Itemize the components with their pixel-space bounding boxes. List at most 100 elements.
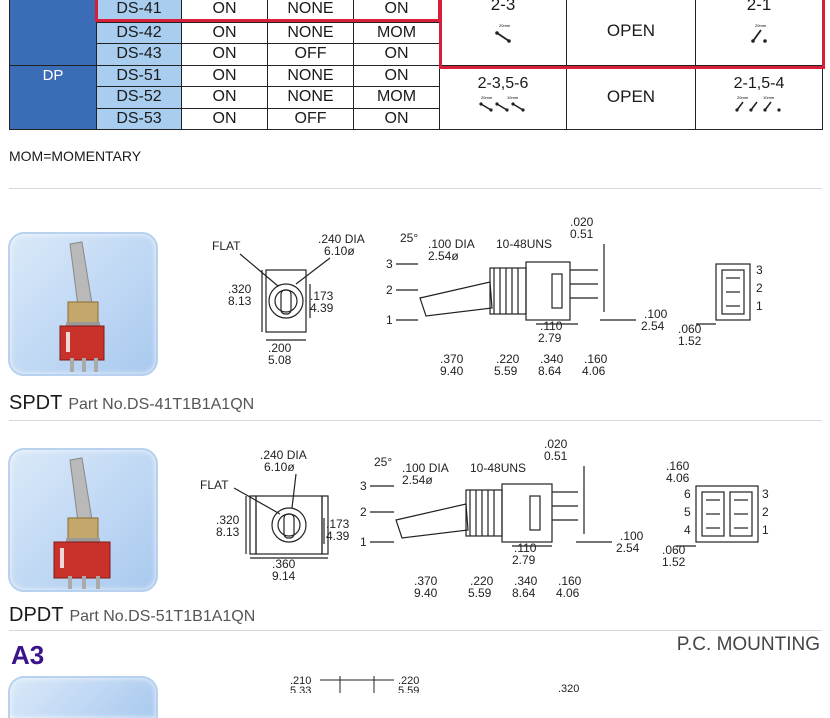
dim-t-mm: 0.51 [544,449,568,463]
dim-bush-in: .100 DIA [428,237,475,251]
dim-t-in: .020 [570,215,594,229]
dim-l3-mm: 8.64 [512,586,536,600]
rear-pin-3: 3 [762,487,769,501]
rear-pin-6: 6 [684,487,691,501]
cell: NONE [267,0,354,23]
pole-type: SPDT [9,392,63,414]
svg-text:20mm: 20mm [499,23,511,28]
cell: OFF [267,43,354,66]
dim-l4-in: .160 [584,352,608,366]
dpdt-product-photo [8,448,158,592]
momentary-note: MOM=MOMENTARY [9,148,142,164]
pin-label-1: 1 [360,535,367,549]
dim-t-in: .020 [544,437,568,451]
sp-connection-left: 2-3 20mm [439,0,567,66]
dim-b-mm: 5.08 [268,353,292,367]
pin-label-3: 3 [386,257,393,271]
dp-connection-left: 2-3,5-6 20mm 10mm [439,64,567,131]
dim-pin-in: .100 [644,307,668,321]
dim-w-mm: 4.39 [310,301,334,315]
model-cell: DS-53 [96,107,182,130]
dim-b-mm: 9.14 [272,569,296,583]
spec-table: DS-41 ON NONE ON 2-3 20mm OPEN 2-1 20mm … [9,0,823,131]
divider [9,630,822,631]
svg-text:20mm: 20mm [755,23,767,28]
sp-connection-mid: OPEN [566,0,696,66]
a3-dimension-drawing: .210 5.33 .220 5.59 .320 [290,675,579,693]
svg-text:10mm: 10mm [763,95,775,100]
dim-h-mm: 8.13 [216,525,240,539]
model-cell: DS-41 [96,0,182,23]
dim-s-mm: 2.79 [512,553,536,567]
rear-pin-3: 3 [756,263,763,277]
dim-l3-in: .340 [514,574,538,588]
dim-l4-mm: 4.06 [556,586,580,600]
cell: OFF [267,107,354,130]
dim-l2-in: .220 [470,574,494,588]
dim-l3-mm: 8.64 [538,364,562,378]
svg-text:20mm: 20mm [481,95,493,100]
dim-l4-in: .160 [558,574,582,588]
dim-bush-in: .100 DIA [402,461,449,475]
conn-label: 2-3,5-6 [477,75,529,93]
cell: ON [353,43,440,66]
dim-w-in: .173 [310,289,334,303]
model-cell: DS-51 [96,64,182,88]
rear-pin-1: 1 [756,299,763,313]
cell: ON [181,107,268,130]
part-number: Part No.DS-51T1B1A1QN [69,608,256,625]
dim-s-mm: 2.79 [538,331,562,345]
pc-mounting-label: P.C. MOUNTING [676,634,820,655]
dim-h-in: .320 [228,282,252,296]
dim-top-in: .160 [666,459,690,473]
dim-l1-mm: 9.40 [440,364,464,378]
dim-angle: 25° [374,455,392,469]
conn-label: 2-1 [746,0,772,14]
dim-flat: FLAT [200,478,229,492]
divider [9,188,822,189]
rear-pin-4: 4 [684,523,691,537]
rear-pin-2: 2 [756,281,763,295]
dim-l4-mm: 4.06 [582,364,606,378]
model-cell: DS-42 [96,21,182,45]
dim-bush-mm: 2.54ø [402,473,433,487]
conn-label: 2-1,5-4 [733,75,785,93]
dim-pin-mm: 2.54 [641,319,665,333]
cell: ON [181,21,268,45]
dim-pin-in: .100 [620,529,644,543]
dim-d2-mm: 5.59 [398,685,419,693]
conn-label: 2-3 [490,0,516,14]
toggle-switch-image [59,241,105,372]
spdt-dimension-drawing: FLAT .240 DIA 6.10ø .320 8.13 .173 4.39 … [212,215,763,378]
dim-pin-mm: 2.54 [616,541,640,555]
dim-w-in: .173 [326,517,350,531]
dim-w-mm: 4.39 [326,529,350,543]
dp-connection-mid: OPEN [566,64,696,131]
dim-l1-mm: 9.40 [414,586,438,600]
cell: NONE [267,86,354,109]
pole-type: DPDT [9,604,64,626]
sp-connection-right: 2-1 20mm [695,0,823,66]
pin-label-2: 2 [386,283,393,297]
pole-cell-sp [9,0,97,66]
table-row: DS-42 ON NONE MOM [10,21,823,45]
cell: ON [353,64,440,88]
cell: MOM [353,86,440,109]
rear-pin-5: 5 [684,505,691,519]
switch-symbol-icon: 20mm [495,23,511,43]
cell: ON [353,107,440,130]
divider [9,420,822,421]
svg-text:10mm: 10mm [507,95,519,100]
dim-l1-in: .370 [440,352,464,366]
part-number: Part No.DS-41T1B1A1QN [68,396,255,413]
dim-dia-mm: 6.10ø [324,244,355,258]
switch-symbol-icon: 20mm 10mm [479,95,525,112]
dim-l3-in: .340 [540,352,564,366]
dim-l2-in: .220 [496,352,520,366]
dim-s-in: .110 [540,319,563,333]
table-row: DS-53 ON OFF ON [10,107,823,130]
cell: ON [181,86,268,109]
